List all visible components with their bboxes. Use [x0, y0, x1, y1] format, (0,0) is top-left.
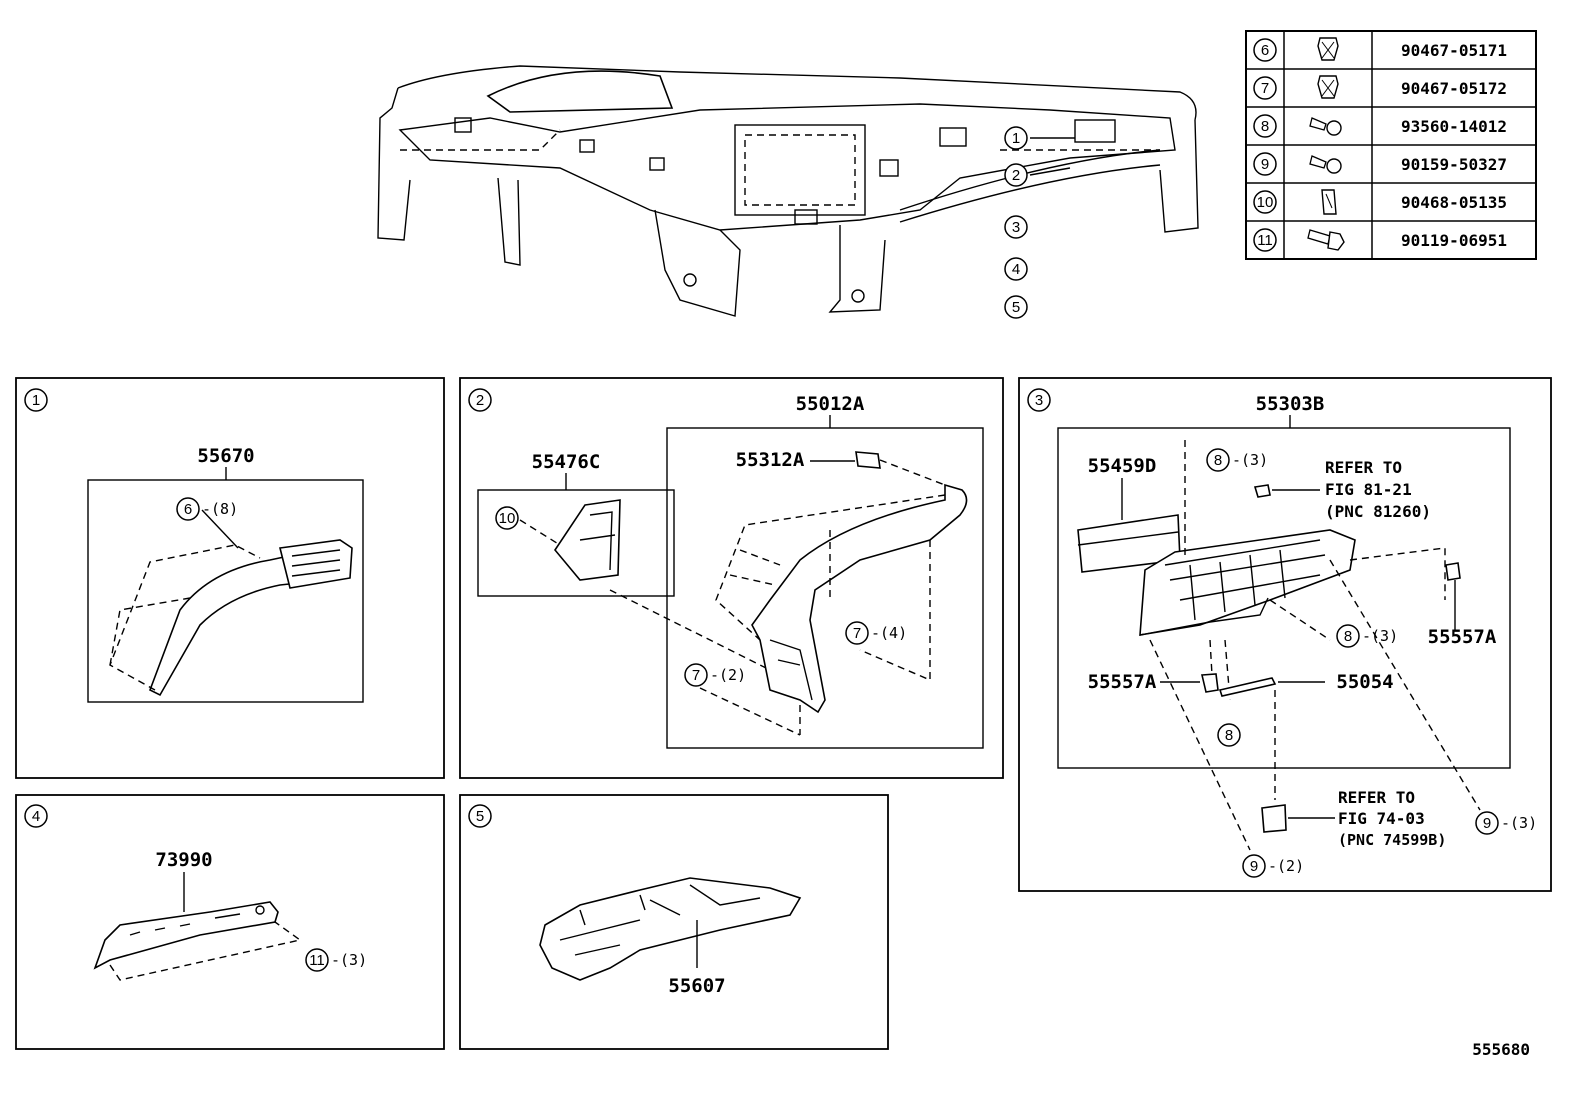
part-label-55054: 55054	[1336, 671, 1393, 693]
overview-callout-2: 2	[1012, 167, 1020, 184]
part-label-55476C: 55476C	[532, 451, 601, 473]
part-label-55557A-right: 55557A	[1428, 626, 1497, 648]
clip-icon	[1317, 37, 1339, 61]
overview-callout-4: 4	[1012, 261, 1020, 278]
panel-3-callout-9a-qty: -(3)	[1501, 814, 1537, 832]
fastener-callout: 6	[1261, 42, 1269, 59]
panel-3-ref1-line1: REFER TO	[1325, 458, 1402, 477]
panel-2-callout-10: 10	[499, 510, 516, 527]
fastener-callout: 10	[1257, 194, 1274, 211]
panel-3-callout-8c: 8	[1225, 727, 1233, 744]
part-label-55312A: 55312A	[736, 449, 805, 471]
panel-1-clip-qty: -(8)	[202, 500, 238, 518]
panel-3-callout: 3	[1035, 392, 1043, 409]
panel-3-callout-8b: 8	[1344, 628, 1352, 645]
fastener-row: 10 90468-05135	[1253, 189, 1507, 215]
fastener-row: 9 90159-50327	[1253, 152, 1507, 176]
fastener-row: 7 90467-05172	[1253, 75, 1507, 100]
screw-icon	[1309, 117, 1342, 136]
panel-2-callout-7b: 7	[692, 667, 700, 684]
fastener-part-number: 90468-05135	[1401, 193, 1507, 212]
fastener-callout: 7	[1261, 80, 1269, 97]
panel-3-ref1-line2: FIG 81-21	[1325, 480, 1412, 499]
panel-2-callout-7a-qty: -(4)	[871, 624, 907, 642]
figure-id: 555680	[1472, 1040, 1530, 1059]
fastener-part-number: 90159-50327	[1401, 155, 1507, 174]
panel-2-callout-7a: 7	[853, 625, 861, 642]
side-panel-55476C	[554, 499, 621, 581]
glove-box	[1139, 484, 1356, 636]
panel-3-callout-8b-qty: -(3)	[1362, 627, 1398, 645]
part-label-55012A: 55012A	[796, 393, 865, 415]
panel-3: 3 55303B 55459D 8 -(3) REFER TO FIG 81-2…	[1018, 377, 1552, 892]
panel-5: 5 55607	[459, 794, 889, 1050]
panel-2-callout: 2	[476, 392, 484, 409]
panel-3-ref2-line3: (PNC 74599B)	[1338, 831, 1446, 849]
fastener-callout: 9	[1261, 156, 1269, 173]
instrument-panel-overview	[377, 65, 1199, 317]
panel-3-callout-9a: 9	[1483, 815, 1491, 832]
fastener-row: 8 93560-14012	[1253, 114, 1507, 138]
bolt-icon	[1307, 229, 1345, 251]
part-label-55459D: 55459D	[1088, 455, 1157, 477]
fastener-part-number: 93560-14012	[1401, 117, 1507, 136]
panel-4-callout-11: 11	[309, 952, 325, 969]
panel-2: 2 55012A 55476C 10 55312A 7	[459, 377, 1004, 779]
fastener-part-number: 90467-05172	[1401, 79, 1507, 98]
lower-panel-55607	[539, 877, 802, 981]
part-label-55607: 55607	[668, 975, 725, 997]
clip-icon	[1321, 189, 1337, 215]
panel-3-callout-9b-qty: -(2)	[1268, 857, 1304, 875]
panel-1: 1 55670 6 -(8)	[15, 377, 445, 779]
fastener-table: 6 90467-05171 7 90467-05172 8	[1245, 30, 1537, 260]
panel-1-callout: 1	[32, 392, 40, 409]
fastener-callout: 8	[1261, 118, 1269, 135]
part-label-73990: 73990	[155, 849, 212, 871]
clip-icon	[1317, 75, 1339, 99]
overview-callout-1: 1	[1012, 130, 1020, 147]
part-label-55557A-left: 55557A	[1088, 671, 1157, 693]
panel-2-callout-7b-qty: -(2)	[710, 666, 746, 684]
panel-4: 4 73990 11 -(3)	[15, 794, 445, 1050]
panel-3-callout-8a: 8	[1214, 452, 1222, 469]
overview-callout-5: 5	[1012, 299, 1020, 316]
part-label-55303B: 55303B	[1256, 393, 1325, 415]
side-register	[109, 539, 353, 697]
panel-4-callout: 4	[32, 808, 40, 825]
fastener-row: 11 90119-06951	[1253, 228, 1507, 252]
panel-3-ref1-line3: (PNC 81260)	[1325, 502, 1431, 521]
panel-5-callout: 5	[476, 808, 484, 825]
knee-airbag-73990	[93, 901, 279, 970]
screw-icon	[1309, 155, 1342, 174]
panel-1-clip-callout: 6	[184, 501, 192, 518]
fastener-part-number: 90467-05171	[1401, 41, 1507, 60]
fastener-part-number: 90119-06951	[1401, 231, 1507, 250]
panel-3-callout-9b: 9	[1250, 858, 1258, 875]
overview-callouts: 1 2 3 4 5	[1004, 126, 1028, 319]
fastener-callout: 11	[1257, 232, 1273, 249]
panel-3-ref2-line1: REFER TO	[1338, 788, 1415, 807]
overview-callout-3: 3	[1012, 219, 1020, 236]
panel-3-callout-8a-qty: -(3)	[1232, 451, 1268, 469]
panel-4-callout-11-qty: -(3)	[331, 951, 367, 969]
part-label-55670: 55670	[197, 445, 254, 467]
panel-3-ref2-line2: FIG 74-03	[1338, 809, 1425, 828]
fastener-row: 6 90467-05171	[1253, 37, 1507, 62]
pillar-garnish	[715, 483, 968, 735]
